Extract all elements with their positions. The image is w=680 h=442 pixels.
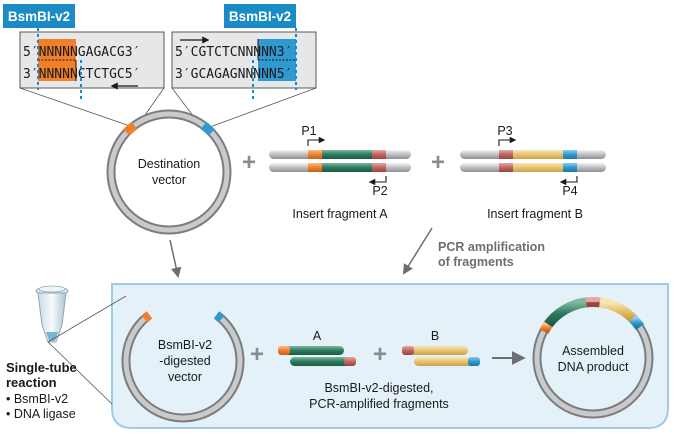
- recognition-site-right: 5′CGTCTCNNNNN3′ 3′GCAGAGNNNNN5′: [171, 31, 317, 89]
- digest-arrow: [169, 239, 182, 279]
- svg-text:of fragments: of fragments: [438, 255, 514, 269]
- svg-text:BsmBI-v2: BsmBI-v2: [158, 338, 212, 352]
- svg-text:• BsmBI-v2: • BsmBI-v2: [6, 392, 68, 406]
- svg-text:Assembled: Assembled: [562, 344, 624, 358]
- enzyme-label-left: [3, 4, 75, 28]
- reaction-tube-icon: [35, 285, 69, 343]
- digested-fragment-a: [278, 346, 356, 366]
- svg-text:5′NNNNNGAGACG3′: 5′NNNNNGAGACG3′: [23, 45, 140, 60]
- svg-text:BsmBI-v2: BsmBI-v2: [229, 9, 291, 24]
- svg-text:3′NNNNNCTCTGC5′: 3′NNNNNCTCTGC5′: [23, 67, 140, 82]
- svg-text:3′GCAGAGNNNNN5′: 3′GCAGAGNNNNN5′: [175, 67, 292, 82]
- insert-fragment-b: [460, 136, 606, 186]
- svg-text:P3: P3: [497, 124, 512, 138]
- svg-text:Insert fragment A: Insert fragment A: [292, 207, 388, 221]
- svg-text:PCR-amplified fragments: PCR-amplified fragments: [309, 397, 449, 411]
- svg-text:5′CGTCTCNNNNN3′: 5′CGTCTCNNNNN3′: [175, 45, 292, 60]
- svg-text:reaction: reaction: [6, 375, 57, 390]
- reaction-panel: [111, 283, 669, 429]
- svg-text:BsmBI-v2: BsmBI-v2: [8, 9, 70, 24]
- plus-sign: +: [242, 149, 256, 176]
- svg-text:P4: P4: [562, 184, 577, 198]
- svg-text:BsmBI-v2-digested,: BsmBI-v2-digested,: [324, 381, 433, 395]
- svg-text:• DNA ligase: • DNA ligase: [6, 407, 76, 421]
- svg-text:Insert fragment B: Insert fragment B: [487, 207, 583, 221]
- svg-text:-digested: -digested: [159, 354, 210, 368]
- insert-fragment-a: [269, 136, 411, 186]
- plus-sign: +: [431, 149, 445, 176]
- svg-text:vector: vector: [152, 173, 186, 187]
- svg-text:B: B: [431, 329, 439, 343]
- pcr-arrow: [402, 227, 433, 275]
- svg-text:Destination: Destination: [138, 157, 201, 171]
- svg-text:P2: P2: [372, 184, 387, 198]
- svg-text:PCR amplification: PCR amplification: [438, 240, 545, 254]
- svg-text:A: A: [313, 329, 322, 343]
- recognition-site-left: 5′NNNNNGAGACG3′ 3′NNNNNCTCTGC5′: [19, 31, 165, 90]
- svg-text:DNA product: DNA product: [558, 360, 629, 374]
- destination-vector: [106, 109, 232, 235]
- plus-sign: +: [373, 341, 387, 368]
- svg-text:Single-tube: Single-tube: [6, 360, 77, 375]
- assembled-product: [532, 296, 654, 419]
- digested-vector: [121, 311, 245, 423]
- enzyme-label-right: [224, 4, 296, 28]
- digested-fragment-b: [402, 346, 480, 366]
- svg-text:vector: vector: [168, 370, 202, 384]
- svg-text:P1: P1: [301, 124, 316, 138]
- plus-sign: +: [250, 341, 264, 368]
